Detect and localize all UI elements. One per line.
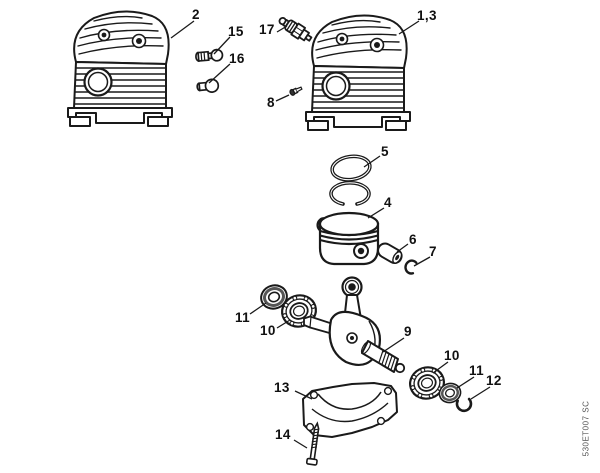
- leader-lines: [170, 20, 491, 449]
- crankshaft-drawing: [303, 276, 406, 374]
- pin-clip-drawing: [404, 259, 418, 275]
- cylinder-left-drawing: [66, 10, 174, 128]
- ring-upper-drawing: [330, 154, 372, 182]
- callout-screw-small: 8: [267, 95, 275, 110]
- callout-snap-ring: 12: [486, 373, 502, 388]
- callout-bearing-left: 10: [260, 323, 276, 338]
- crankcase-pan-drawing: [302, 382, 398, 438]
- callout-cylinder-right: 1,3: [417, 8, 437, 23]
- callout-pan-screw: 14: [275, 427, 291, 442]
- callout-seal-right: 11: [469, 363, 485, 378]
- callout-wrist-pin: 6: [409, 232, 417, 247]
- cylinder-right-drawing: [304, 14, 412, 132]
- snap-ring-drawing: [455, 397, 473, 413]
- callout-cylinder-left: 2: [192, 7, 200, 22]
- callout-crankshaft: 9: [404, 324, 412, 339]
- callout-crankcase-pan: 13: [274, 380, 290, 395]
- diagram-code-text: 530ET007 SC: [581, 400, 591, 456]
- callout-spark-plug: 17: [259, 22, 275, 37]
- callout-pin-clip: 7: [429, 244, 437, 259]
- wrist-pin-drawing: [377, 242, 403, 264]
- callout-valve-fitting: 15: [228, 24, 244, 39]
- callout-piston-rings: 5: [381, 144, 389, 159]
- pan-screw-drawing: [305, 421, 320, 466]
- piston-drawing: [318, 211, 380, 266]
- diagram-code: 530ET007 SC: [576, 386, 596, 470]
- callout-bearing-right: 10: [444, 348, 460, 363]
- callout-plug-fitting: 16: [229, 51, 245, 66]
- plug-fitting-drawing: [196, 78, 220, 93]
- screw-small-drawing: [289, 86, 303, 96]
- valve-fitting-drawing: [195, 48, 224, 62]
- callout-piston: 4: [384, 195, 392, 210]
- ring-lower-drawing: [329, 181, 371, 206]
- callout-seal-left: 11: [235, 310, 251, 325]
- spark-plug-drawing: [278, 16, 313, 42]
